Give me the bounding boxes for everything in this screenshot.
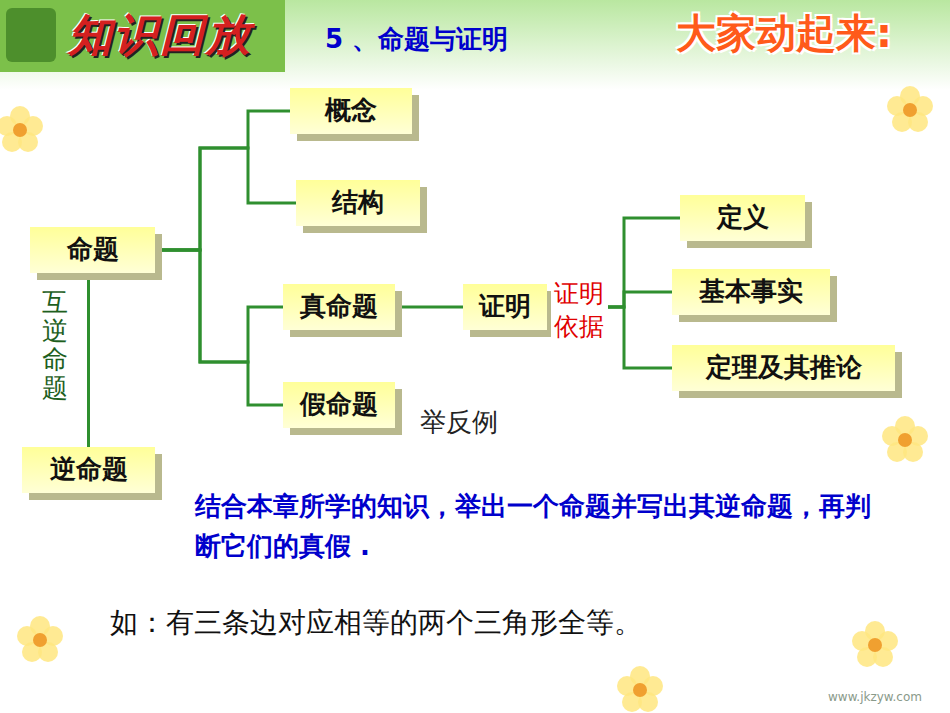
node-text: 基本事实	[699, 276, 803, 306]
slogan: 大家动起来:	[676, 6, 892, 61]
converse-box: 逆命题	[22, 447, 155, 493]
flower	[887, 86, 933, 132]
flower	[882, 416, 928, 462]
flower	[852, 621, 898, 667]
node-text: 定理及其推论	[706, 352, 862, 382]
edge-label: 互逆命题	[42, 288, 68, 402]
node-text: 假命题	[300, 389, 378, 419]
flower	[0, 106, 43, 152]
node-text: 命题	[67, 234, 119, 264]
connector	[155, 250, 283, 362]
logo-icon	[6, 8, 56, 62]
theorem-box: 定理及其推论	[672, 345, 895, 391]
connector	[155, 250, 283, 405]
node-text: 概念	[325, 95, 377, 125]
connector	[155, 148, 296, 250]
connector	[155, 111, 290, 250]
proof-box: 证明	[463, 284, 547, 330]
connector	[87, 273, 90, 447]
node-text: 真命题	[300, 291, 378, 321]
top-band	[0, 0, 950, 90]
proof-basis-label: 证明依据	[551, 278, 608, 343]
flower	[617, 666, 663, 712]
logo-text: 知识回放	[68, 6, 252, 65]
slide-title: 5 、命题与证明	[325, 22, 508, 57]
logo-banner	[0, 0, 285, 72]
structure-box: 结构	[296, 180, 420, 226]
example-text: 如：有三条边对应相等的两个三角形全等。	[110, 604, 642, 642]
node-text: 证明	[479, 291, 531, 321]
proposition-box: 命题	[30, 227, 155, 273]
flower	[17, 616, 63, 662]
watermark: www.jkzyw.com	[828, 690, 922, 704]
connector	[395, 306, 463, 309]
concept-box: 概念	[290, 88, 412, 134]
counterexample-label: 举反例	[420, 405, 498, 440]
node-text: 结构	[332, 187, 384, 217]
definition-box: 定义	[680, 195, 805, 241]
true-proposition-box: 真命题	[283, 284, 395, 330]
node-text: 逆命题	[50, 454, 128, 484]
task-text: 结合本章所学的知识，举出一个命题并写出其逆命题，再判断它们的真假 .	[195, 486, 885, 566]
node-text: 定义	[717, 202, 769, 232]
false-proposition-box: 假命题	[283, 382, 395, 428]
basic-fact-box: 基本事实	[672, 269, 830, 315]
